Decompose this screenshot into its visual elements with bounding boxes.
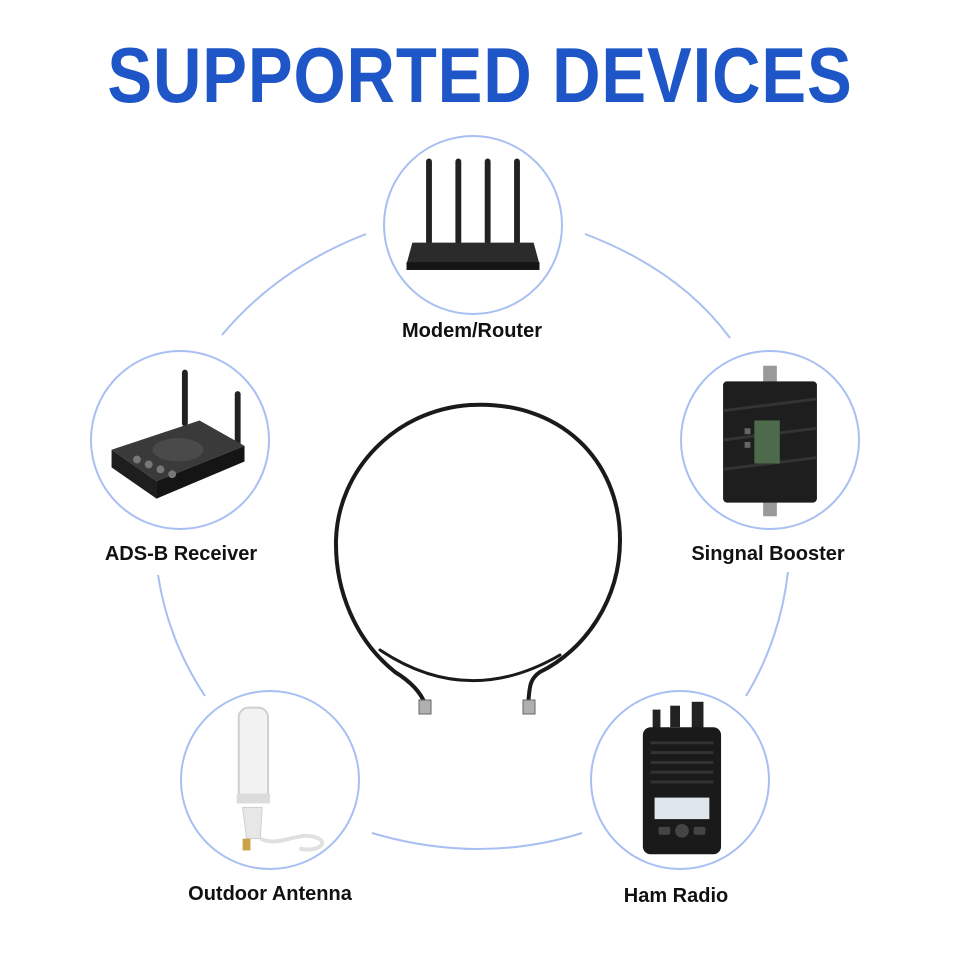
outdoor-antenna-icon: [236, 706, 325, 852]
device-label-router: Modem/Router: [402, 320, 542, 342]
device-label-outdoor-antenna: Outdoor Antenna: [188, 883, 352, 905]
page-title: SUPPORTED DEVICES: [107, 31, 853, 119]
ads-b-receiver-icon: [111, 369, 245, 499]
signal-booster-node: [680, 350, 860, 530]
ham-radio-icon: [642, 701, 722, 855]
signal-booster-icon: [722, 365, 818, 517]
outdoor-antenna-node: [180, 690, 360, 870]
coaxial-cable-image: [333, 402, 623, 715]
router-node: [383, 135, 563, 315]
router-icon: [406, 158, 540, 270]
ads-b-receiver-node: [90, 350, 270, 530]
device-label-ads-b-receiver: ADS-B Receiver: [104, 543, 258, 565]
device-label-ham-radio: Ham Radio: [623, 885, 729, 907]
ham-radio-node: [590, 690, 770, 870]
device-label-signal-booster: Singnal Booster: [691, 543, 845, 565]
